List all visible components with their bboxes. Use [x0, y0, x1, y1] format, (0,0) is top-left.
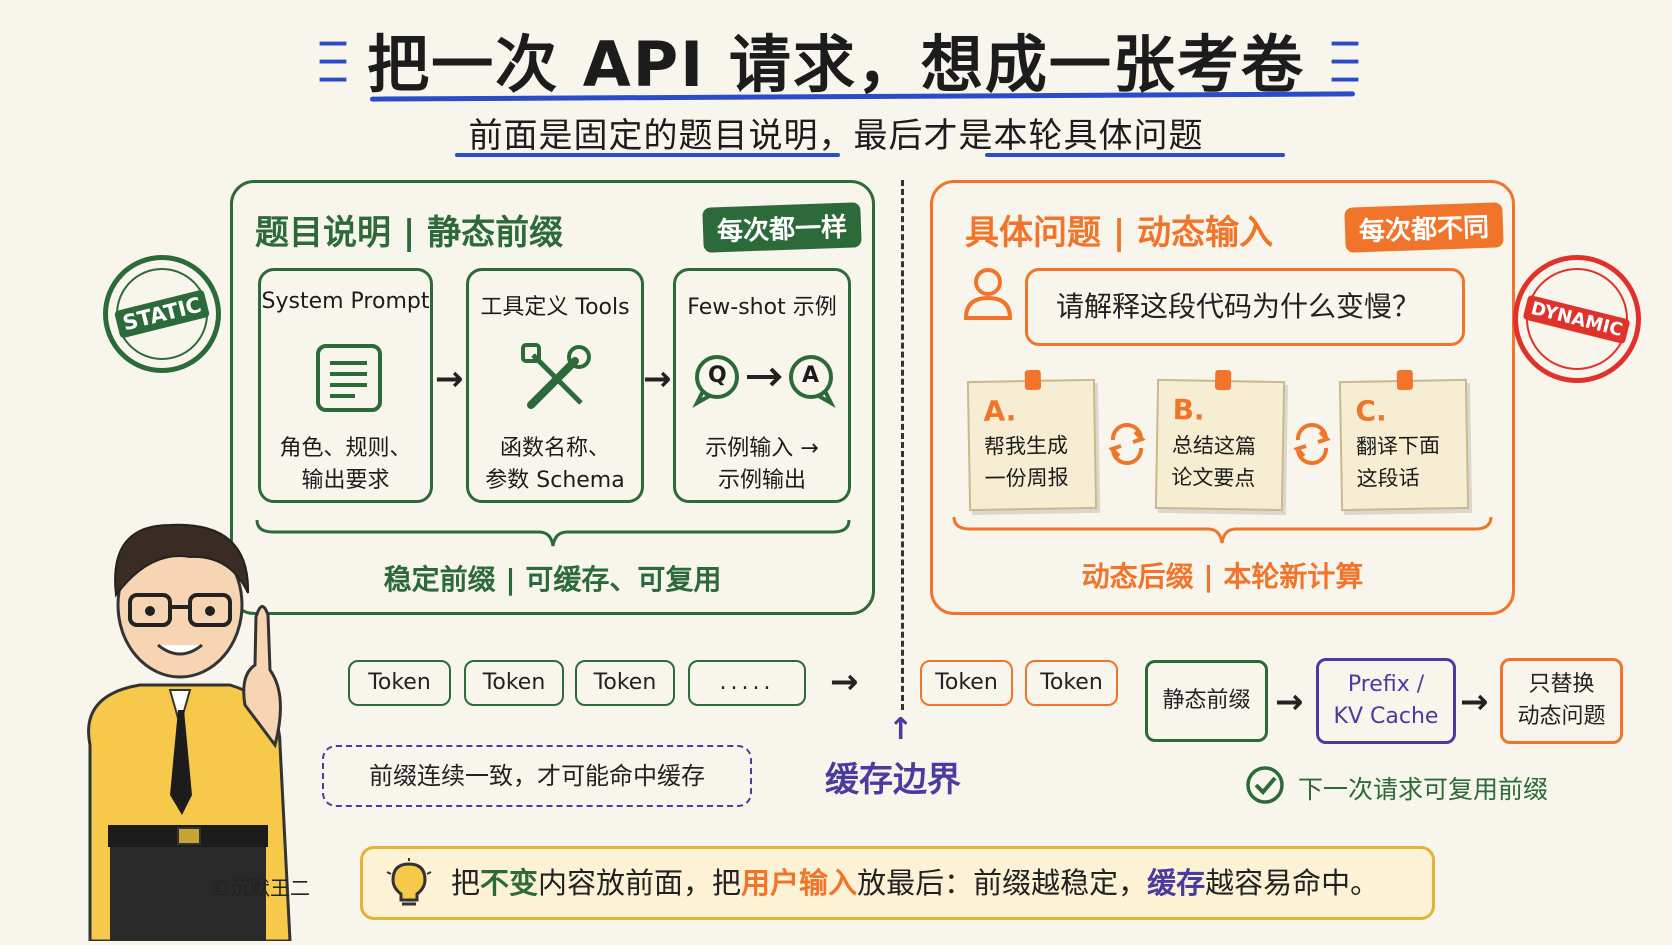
arrow-right-icon: → [1460, 682, 1489, 722]
dynamic-panel-title: 具体问题 | 动态输入 [965, 213, 1274, 253]
card-title: 工具定义 Tools [480, 295, 630, 320]
pin-icon [1214, 369, 1232, 391]
arrow-right-icon: → [830, 662, 859, 702]
card-desc: 示例输入 → 示例输出 [676, 433, 848, 497]
note-letter: A. [983, 394, 1017, 428]
swap-icon [1290, 422, 1334, 470]
sticky-note-b: B. 总结这篇论文要点 [1154, 369, 1286, 512]
reuse-note: 下一次请求可复用前缀 [1298, 775, 1549, 804]
user-question: 请解释这段代码为什么变慢？ [1025, 268, 1465, 346]
arrow-right-icon: → [435, 359, 464, 399]
kv-cache-box: Prefix / KV Cache [1316, 658, 1456, 744]
note-text: 翻译下面这段话 [1356, 429, 1463, 495]
static-badge: 每次都一样 [702, 202, 862, 253]
dynamic-input-panel: 具体问题 | 动态输入 每次都不同 [930, 180, 1515, 615]
pin-icon [1024, 369, 1042, 391]
note-line: 帮我生成 [983, 433, 1069, 459]
dynamic-token: Token [1025, 660, 1118, 706]
tip-text: 内容放前面，把 [538, 866, 742, 900]
replace-line: 动态问题 [1517, 704, 1606, 729]
card-desc-line: 示例输出 [717, 468, 806, 493]
brace-icon [950, 515, 1495, 549]
copyright: ©沉默王二 [210, 876, 310, 900]
replace-dynamic-box: 只替换 动态问题 [1500, 658, 1623, 744]
static-prefix-box: 静态前缀 [1145, 660, 1268, 742]
tip-highlight-orange: 用户输入 [741, 866, 858, 900]
arrow-up-icon: ↑ [888, 712, 914, 747]
static-token: Token [348, 660, 451, 706]
note-letter: B. [1172, 393, 1205, 427]
teacher-illustration [30, 495, 330, 945]
note-line: 翻译下面 [1355, 433, 1441, 459]
static-stamp: STATIC [103, 255, 221, 373]
card-title: System Prompt [261, 289, 430, 314]
note-line: 论文要点 [1171, 465, 1256, 491]
system-prompt-card: System Prompt 角色、规则、 输出要求 [258, 268, 433, 503]
card-desc-line: 输出要求 [301, 468, 390, 493]
cache-divider [901, 180, 904, 710]
subtitle-underline [985, 153, 1285, 157]
cache-hit-note: 前缀连续一致，才可能命中缓存 [322, 745, 752, 807]
note-line: 一份周报 [984, 465, 1069, 491]
swap-icon [1105, 422, 1149, 470]
bottom-tip: 把不变内容放前面，把用户输入放最后：前缀越稳定，缓存越容易命中。 [360, 846, 1435, 920]
kv-cache-line: Prefix / [1347, 672, 1425, 697]
card-desc-line: 示例输入 → [705, 436, 819, 461]
note-letter: C. [1355, 394, 1387, 428]
tip-text: 放最后：前缀越稳定， [857, 866, 1148, 900]
tip-text: 越容易命中。 [1205, 866, 1380, 900]
title-decoration-right: ——— [1330, 25, 1360, 96]
lightbulb-icon [385, 858, 433, 934]
note-line: 总结这篇 [1171, 433, 1257, 459]
check-icon [1245, 765, 1285, 809]
dynamic-badge: 每次都不同 [1344, 202, 1504, 253]
dynamic-token: Token [920, 660, 1013, 706]
card-desc-line: 函数名称、 [499, 436, 610, 461]
qa-icon: Q A [691, 353, 839, 413]
arrow-right-icon: → [643, 359, 672, 399]
kv-cache-line: KV Cache [1333, 704, 1439, 729]
tip-highlight-green: 不变 [480, 866, 539, 900]
card-title: Few-shot 示例 [687, 295, 837, 320]
tools-card: 工具定义 Tools 函数名称、 参数 Schema [466, 268, 644, 503]
sticky-note-a: A. 帮我生成一份周报 [966, 369, 1098, 512]
static-token: Token [464, 660, 564, 706]
few-shot-card: Few-shot 示例 Q A 示例输入 → 示例输出 [673, 268, 851, 503]
pin-icon [1396, 369, 1414, 391]
sticky-note-c: C. 翻译下面这段话 [1338, 369, 1470, 512]
page-subtitle: 前面是固定的题目说明，最后才是本轮具体问题 [468, 116, 1204, 156]
dynamic-footer: 动态后缀 | 本轮新计算 [1081, 560, 1364, 593]
static-token: Token [575, 660, 675, 706]
card-desc: 角色、规则、 输出要求 [261, 433, 430, 497]
brace-icon [253, 518, 853, 552]
note-text: 总结这篇论文要点 [1171, 429, 1278, 495]
user-icon [962, 266, 1014, 326]
replace-line: 只替换 [1528, 672, 1595, 697]
subtitle-underline [455, 153, 840, 157]
card-desc-line: 参数 Schema [485, 468, 625, 493]
dynamic-stamp: DYNAMIC [1513, 255, 1641, 383]
qa-q-label: Q [708, 363, 727, 388]
cache-boundary-label: 缓存边界 [825, 760, 961, 800]
tip-highlight-purple: 缓存 [1147, 866, 1206, 900]
static-prefix-panel: 题目说明 | 静态前缀 每次都一样 System Prompt 角色、规则、 输… [230, 180, 875, 615]
card-desc-line: 角色、规则、 [279, 436, 412, 461]
tip-text: 把 [451, 866, 481, 900]
qa-a-label: A [802, 363, 820, 388]
note-line: 这段话 [1356, 465, 1420, 491]
page-title: 把一次 API 请求，想成一张考卷 [367, 28, 1305, 101]
static-token-ellipsis: ..... [688, 660, 806, 706]
static-footer: 稳定前缀 | 可缓存、可复用 [383, 563, 722, 596]
arrow-right-icon: → [1275, 682, 1304, 722]
note-text: 帮我生成一份周报 [984, 429, 1091, 495]
static-panel-title: 题目说明 | 静态前缀 [255, 213, 564, 253]
document-icon [315, 343, 383, 417]
card-desc: 函数名称、 参数 Schema [469, 433, 641, 497]
tools-icon [519, 341, 595, 421]
